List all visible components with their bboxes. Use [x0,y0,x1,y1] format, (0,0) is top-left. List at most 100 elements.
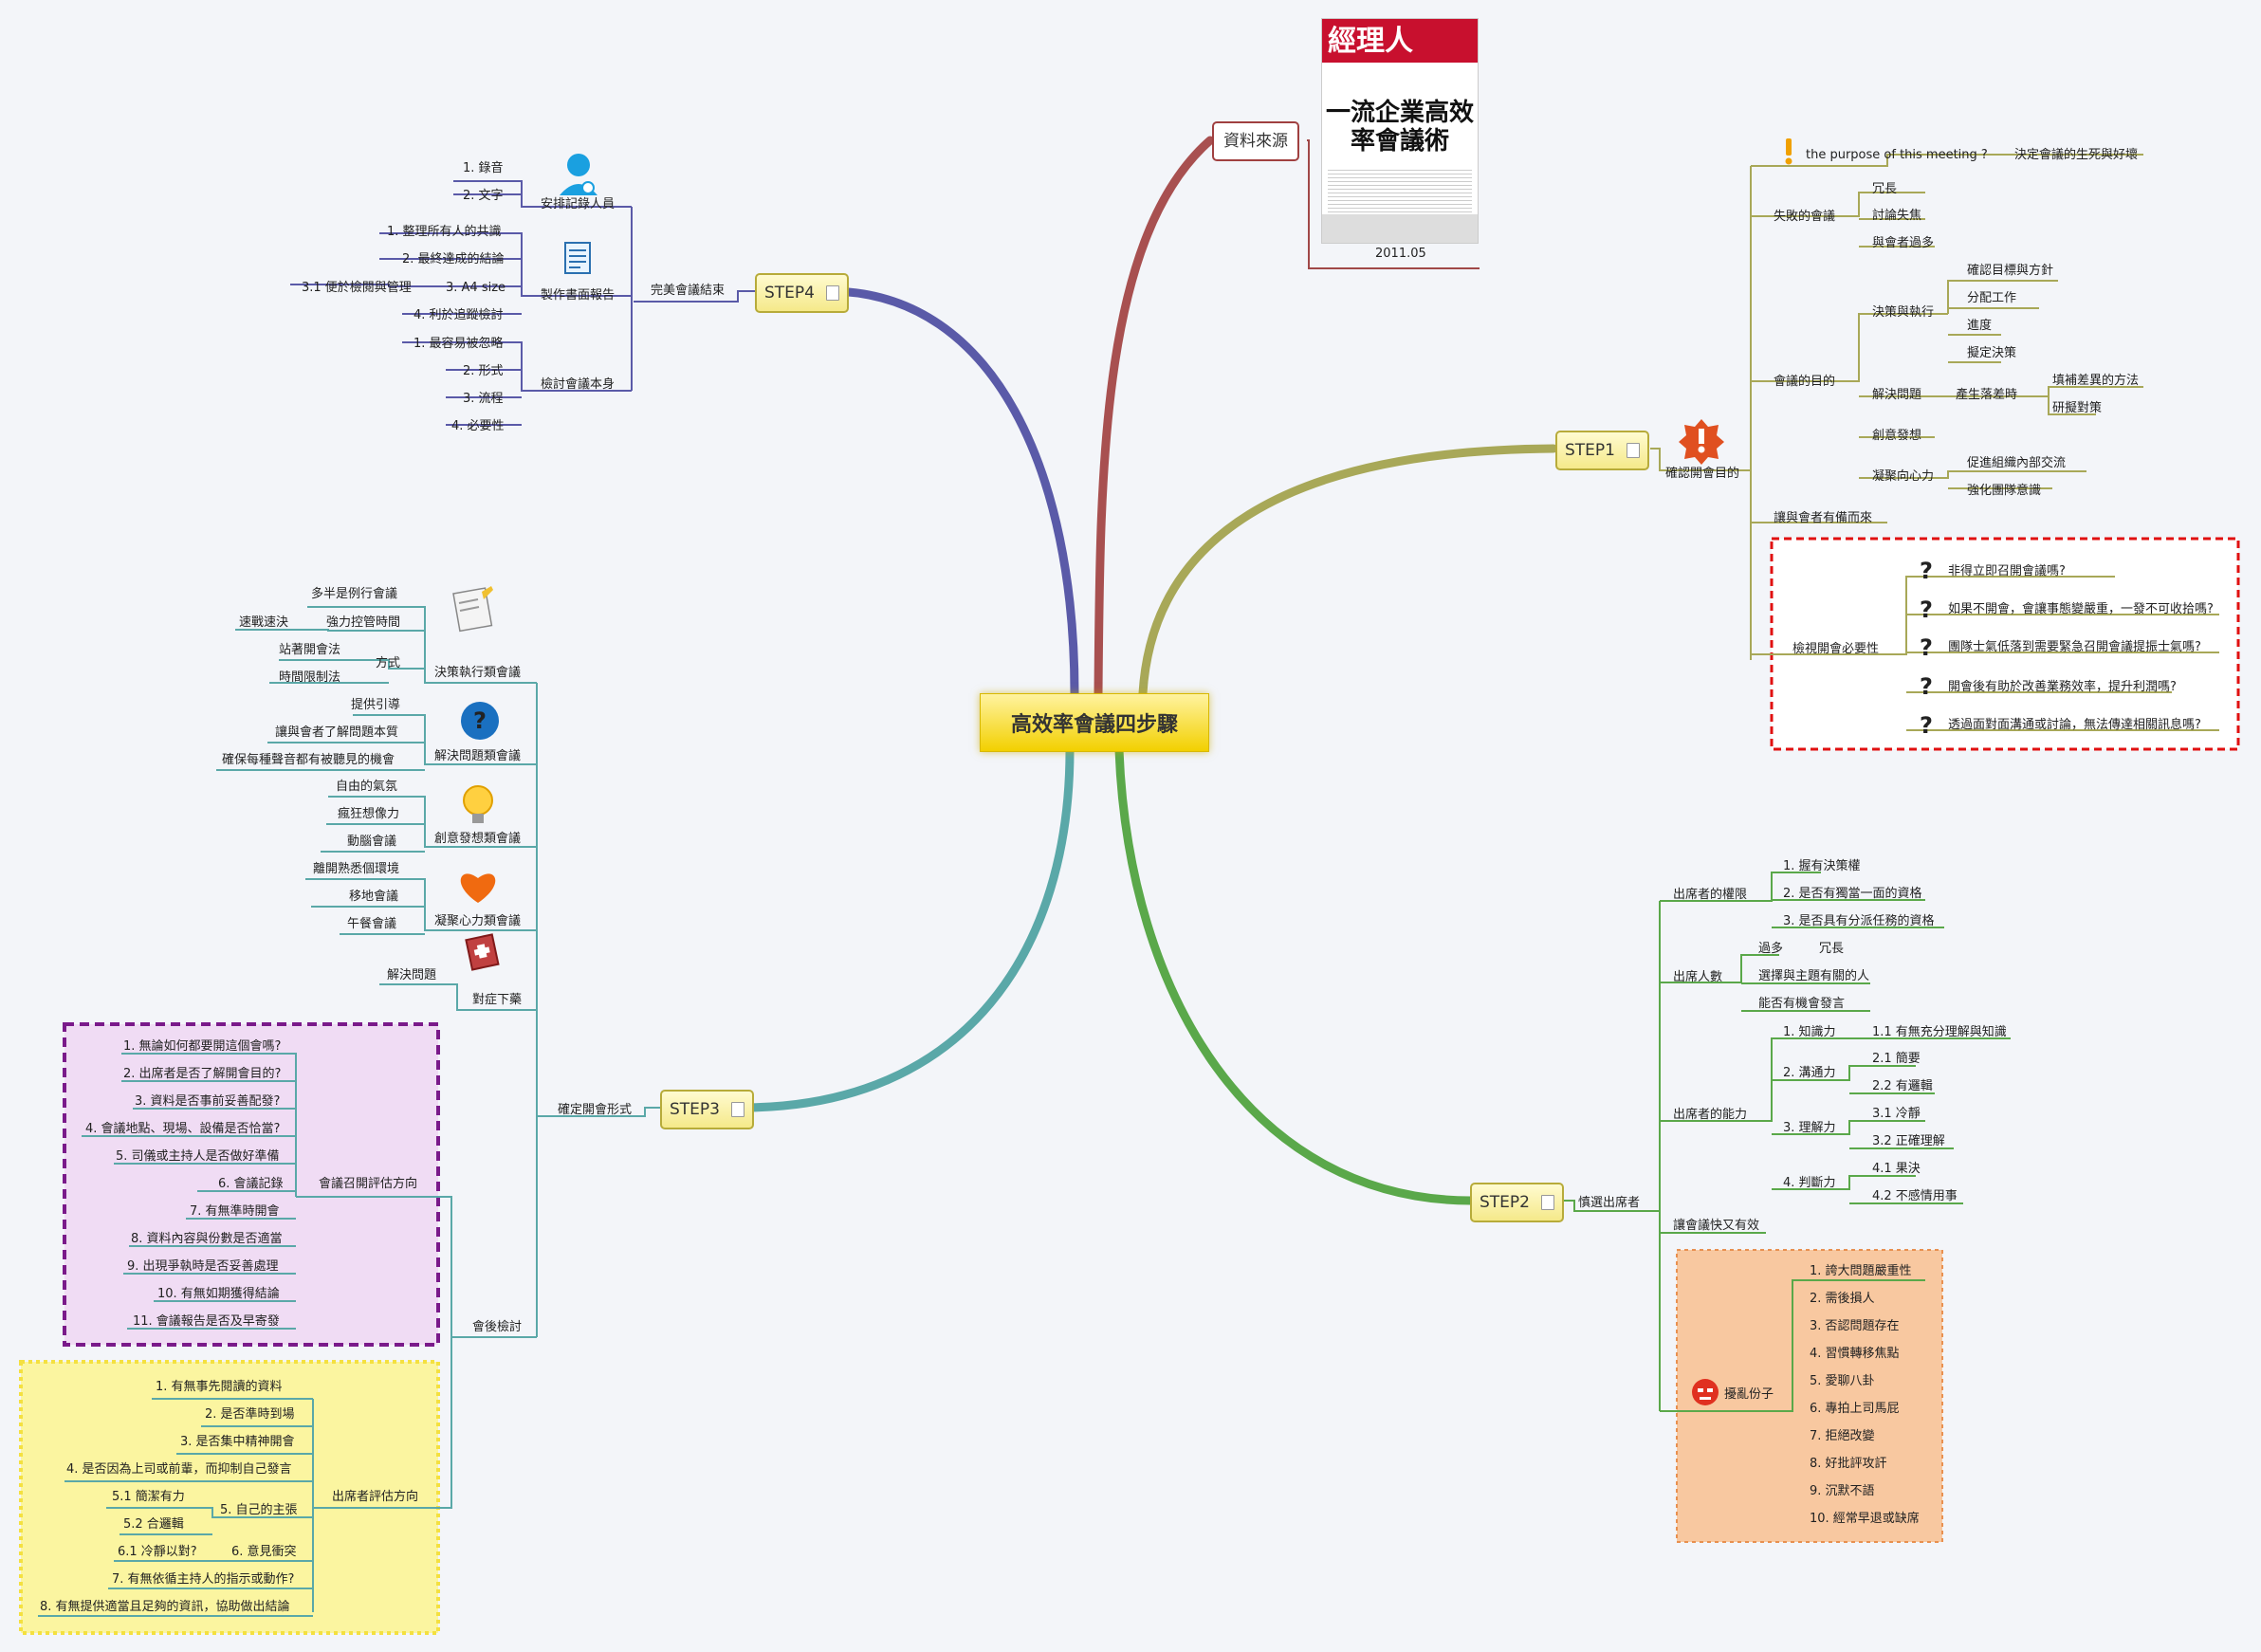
step2-group-count[interactable]: 出席人數 [1673,969,1722,984]
step3-decision-quick[interactable]: 速戰速決 [239,615,288,630]
step2-trouble-7[interactable]: 7. 拒絕改變 [1810,1428,1875,1443]
step1-necessity-q3[interactable]: 團隊士氣低落到需要緊急召開會議提振士氣嗎? [1948,639,2201,654]
step4-group-recorder[interactable]: 安排記錄人員 [541,196,615,211]
step2-judgement-2[interactable]: 4.2 不感情用事 [1872,1188,1958,1203]
step2-count-related[interactable]: 選擇與主題有關的人 [1758,968,1869,983]
step3-meeting-3[interactable]: 3. 資料是否事前妥善配發? [135,1093,280,1109]
step2-communication-2[interactable]: 2.2 有邏輯 [1872,1079,1933,1093]
step2-trouble-1[interactable]: 1. 誇大問題嚴重性 [1810,1263,1912,1278]
step2-trouble-8[interactable]: 8. 好批評攻訐 [1810,1457,1887,1471]
step3-attendee-4[interactable]: 4. 是否因為上司或前輩，而抑制自己發言 [66,1461,292,1477]
step3-attendee-5-1[interactable]: 5.1 簡潔有力 [112,1490,185,1504]
step3-root[interactable]: 確定開會形式 [558,1102,632,1117]
step3-meeting-11[interactable]: 11. 會議報告是否及早寄發 [133,1313,280,1329]
step2-authority-1[interactable]: 1. 握有決策權 [1783,858,1861,873]
step4-report-a4-sub[interactable]: 3.1 便於檢閱與管理 [302,280,412,295]
step2-trouble-5[interactable]: 5. 愛聊八卦 [1810,1374,1875,1388]
step1-goal-decision[interactable]: 決策與執行 [1872,304,1934,320]
step2-group-authority[interactable]: 出席者的權限 [1673,887,1747,902]
step3-meeting-2[interactable]: 2. 出席者是否了解開會目的? [123,1066,281,1081]
step2-knowledge-1[interactable]: 1.1 有無充分理解與知識 [1872,1024,2007,1039]
step3-meeting-8[interactable]: 8. 資料內容與份數是否適當 [131,1231,283,1246]
step2-authority-2[interactable]: 2. 是否有獨當一面的資格 [1783,886,1922,901]
step3-attendee-7[interactable]: 7. 有無依循主持人的指示或動作? [112,1571,294,1587]
step2-ability-judgement[interactable]: 4. 判斷力 [1783,1176,1836,1190]
step2-group-ability[interactable]: 出席者的能力 [1673,1107,1747,1122]
step4-report-conclusion[interactable]: 2. 最終達成的結論 [402,251,505,266]
step2-effective[interactable]: 讓會議快又有效 [1673,1218,1759,1233]
step3-solve-guide[interactable]: 提供引導 [351,697,400,712]
step1-decision-targets[interactable]: 確認目標與方針 [1967,263,2053,278]
step4-review-overlooked[interactable]: 1. 最容易被忽略 [414,336,504,351]
step2-node[interactable]: STEP2 [1470,1183,1564,1222]
step3-node[interactable]: STEP3 [660,1090,754,1129]
step1-decision-progress[interactable]: 進度 [1967,318,1992,333]
step1-goal-solve[interactable]: 解決問題 [1872,388,1921,402]
step1-purpose-question[interactable]: the purpose of this meeting ? [1806,148,1988,162]
step1-gap-fill[interactable]: 填補差異的方法 [2052,373,2139,388]
step3-attendee-2[interactable]: 2. 是否準時到場 [205,1406,295,1422]
step3-remedy-solve[interactable]: 解決問題 [387,968,436,982]
step3-review-meeting[interactable]: 會議召開評估方向 [319,1176,417,1191]
step1-node[interactable]: STEP1 [1555,431,1649,470]
step3-group-review[interactable]: 會後檢討 [472,1319,522,1334]
step3-group-decision[interactable]: 決策執行類會議 [434,665,521,680]
step1-necessity-q4[interactable]: 開會後有助於改善業務效率，提升利潤嗎? [1948,679,2177,694]
step3-attendee-8[interactable]: 8. 有無提供適當且足夠的資訊，協助做出結論 [40,1599,290,1614]
step1-goal-cohesion[interactable]: 凝聚向心力 [1872,468,1934,484]
step2-ability-understanding[interactable]: 3. 理解力 [1783,1121,1836,1135]
step3-meeting-4[interactable]: 4. 會議地點、現場、設備是否恰當? [85,1121,280,1136]
step2-count-toomany[interactable]: 過多 [1758,941,1783,956]
step3-attendee-5-2[interactable]: 5.2 合邏輯 [123,1517,184,1532]
step3-creative-free[interactable]: 自由的氣氛 [336,779,397,794]
step2-trouble-3[interactable]: 3. 否認問題存在 [1810,1318,1900,1333]
step2-trouble-6[interactable]: 6. 專拍上司馬屁 [1810,1402,1900,1416]
step3-decision-standing[interactable]: 站著開會法 [279,643,340,657]
step4-report-consensus[interactable]: 1. 整理所有人的共識 [387,224,502,239]
step3-attendee-3[interactable]: 3. 是否集中精神開會 [180,1434,295,1449]
step3-cohesion-leave[interactable]: 離開熟悉個環境 [313,861,399,876]
step3-solve-heard[interactable]: 確保每種聲音都有被聽見的機會 [222,752,395,767]
step1-necessity-q5[interactable]: 透過面對面溝通或討論，無法傳達相關訊息嗎? [1948,717,2201,732]
step4-recorder-audio[interactable]: 1. 錄音 [463,160,504,175]
step2-group-troublemakers[interactable]: 擾亂份子 [1724,1386,1774,1402]
step3-creative-imagination[interactable]: 瘋狂想像力 [338,806,399,821]
step1-decision-assign[interactable]: 分配工作 [1967,291,2016,305]
step4-group-review[interactable]: 檢討會議本身 [541,376,615,392]
step2-understanding-1[interactable]: 3.1 冷靜 [1872,1107,1921,1121]
step1-root[interactable]: 確認開會目的 [1665,466,1739,481]
step3-decision-method[interactable]: 方式 [376,655,400,670]
step2-judgement-1[interactable]: 4.1 果決 [1872,1162,1921,1176]
step1-failed-unfocused[interactable]: 討論失焦 [1872,208,1921,223]
step1-goal-creative[interactable]: 創意發想 [1872,428,1921,443]
step2-trouble-2[interactable]: 2. 需後損人 [1810,1292,1875,1306]
step1-cohesion-exchange[interactable]: 促進組織內部交流 [1967,455,2066,470]
step3-decision-timecontrol[interactable]: 強力控管時間 [326,615,400,630]
step2-ability-knowledge[interactable]: 1. 知識力 [1783,1024,1836,1039]
step4-review-necessity[interactable]: 4. 必要性 [451,419,505,433]
step4-review-process[interactable]: 3. 流程 [463,392,504,406]
step2-authority-3[interactable]: 3. 是否具有分派任務的資格 [1783,913,1935,928]
step3-creative-brainstorm[interactable]: 動腦會議 [347,835,396,849]
step2-trouble-9[interactable]: 9. 沉默不語 [1810,1483,1875,1498]
step2-root[interactable]: 慎選出席者 [1578,1195,1640,1210]
step4-report-a4[interactable]: 3. A4 size [446,281,506,295]
step3-cohesion-lunch[interactable]: 午餐會議 [347,916,396,931]
step1-failed-too-many[interactable]: 與會者過多 [1872,235,1934,250]
step4-root[interactable]: 完美會議結束 [651,284,725,298]
step3-cohesion-offsite[interactable]: 移地會議 [349,890,398,904]
step2-understanding-2[interactable]: 3.2 正確理解 [1872,1133,1945,1148]
step3-solve-understand[interactable]: 讓與會者了解問題本質 [275,725,398,740]
step3-decision-routine[interactable]: 多半是例行會議 [311,586,397,601]
step3-meeting-1[interactable]: 1. 無論如何都要開這個會嗎? [123,1038,281,1054]
step1-group-failed[interactable]: 失敗的會議 [1774,209,1835,224]
step3-attendee-6[interactable]: 6. 意見衝突 [231,1544,297,1559]
step1-failed-long[interactable]: 冗長 [1872,182,1897,196]
step4-report-tracking[interactable]: 4. 利於追蹤檢討 [414,307,504,322]
step3-attendee-5[interactable]: 5. 自己的主張 [220,1502,298,1517]
step1-cohesion-team[interactable]: 強化團隊意識 [1967,483,2041,498]
step3-meeting-9[interactable]: 9. 出現爭執時是否妥善處理 [127,1258,279,1274]
step3-meeting-7[interactable]: 7. 有無準時開會 [190,1203,280,1219]
step4-review-form[interactable]: 2. 形式 [463,364,504,378]
step3-review-attendee[interactable]: 出席者評估方向 [332,1489,418,1504]
